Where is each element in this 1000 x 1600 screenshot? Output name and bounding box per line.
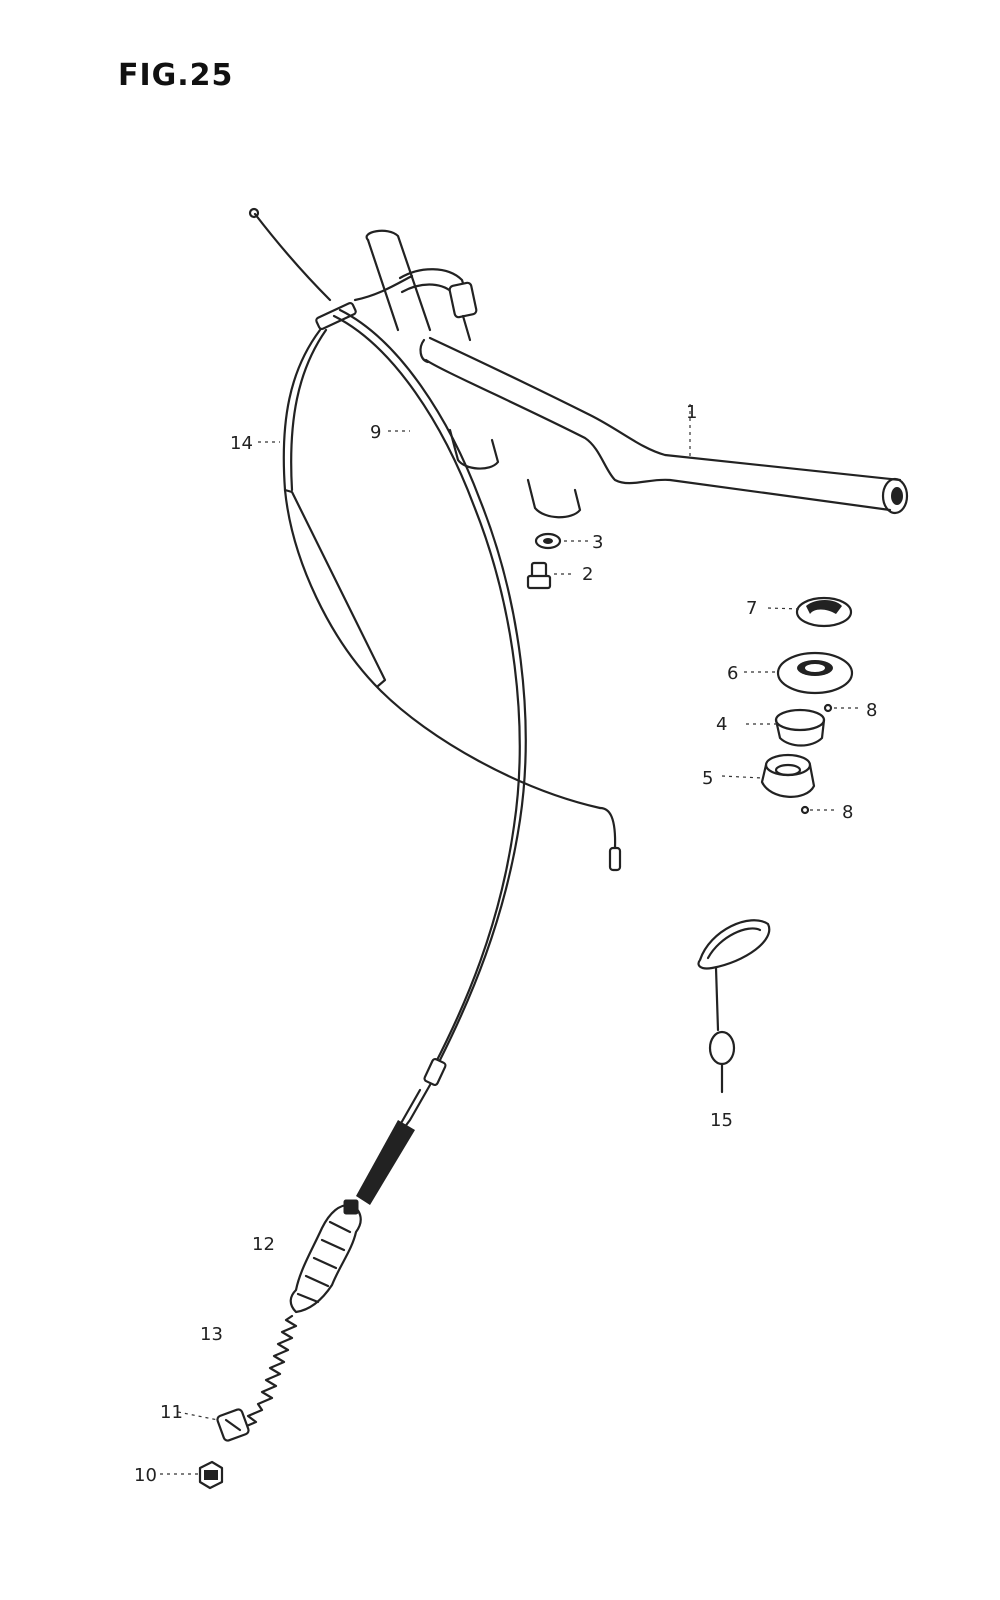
lower-race-part <box>760 753 816 798</box>
steel-ball-upper <box>823 703 833 713</box>
brake-cable-part <box>248 207 622 872</box>
callout-labels: 1 2 3 4 5 6 7 8 8 9 10 11 12 13 14 15 <box>134 402 877 1486</box>
callout-9: 9 <box>370 422 381 443</box>
bearing-race-part <box>774 708 826 747</box>
nut-part <box>795 596 853 628</box>
rubber-boot-part <box>289 1199 362 1314</box>
callout-5: 5 <box>702 768 713 789</box>
callout-6: 6 <box>727 663 738 684</box>
handlebar-part <box>365 229 909 519</box>
steel-ball-lower <box>800 805 810 815</box>
callout-10: 10 <box>134 1465 157 1486</box>
bearing-cone-part <box>776 651 854 695</box>
adjuster-nut-part <box>198 1460 224 1490</box>
callout-1: 1 <box>686 402 697 423</box>
callout-13: 13 <box>200 1324 223 1345</box>
callout-8a: 8 <box>866 700 877 721</box>
leader-lines <box>160 404 862 1475</box>
callout-14: 14 <box>230 433 253 454</box>
callout-8b: 8 <box>842 802 853 823</box>
callout-15: 15 <box>710 1110 733 1131</box>
spring-part <box>240 1314 298 1430</box>
callout-7: 7 <box>746 598 757 619</box>
control-cable-part <box>332 274 527 1205</box>
washer-part <box>534 532 562 550</box>
wire-loop-part <box>697 919 771 1094</box>
callout-12: 12 <box>252 1234 275 1255</box>
callout-2: 2 <box>582 564 593 585</box>
callout-3: 3 <box>592 532 603 553</box>
adjuster-part <box>216 1408 250 1442</box>
figure-title: FIG.25 <box>118 58 234 93</box>
callout-4: 4 <box>716 714 727 735</box>
bolt-part <box>526 561 552 590</box>
callout-11: 11 <box>160 1402 183 1423</box>
